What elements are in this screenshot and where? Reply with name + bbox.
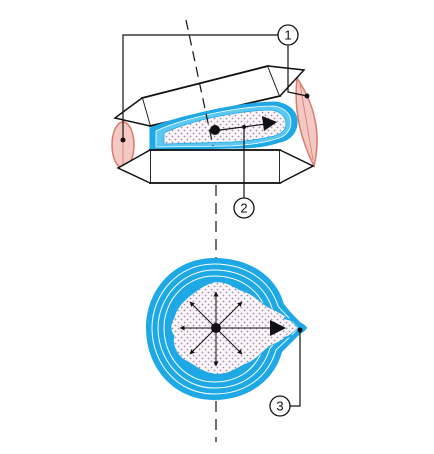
callout-3: 3: [269, 327, 303, 417]
tilted-axis: [185, 19, 214, 147]
callout-2: 2: [233, 127, 255, 219]
billet-side: [149, 101, 298, 151]
flow-arrow-top: [262, 116, 277, 131]
flow-arrow-plan: [270, 320, 286, 336]
side-view: [111, 19, 318, 184]
callout-1-label: 1: [284, 28, 291, 43]
lower-block: [116, 149, 315, 184]
callout-3-label: 3: [276, 399, 283, 414]
center-point-top: [210, 125, 220, 135]
callout-2-label: 2: [240, 201, 247, 216]
radial-flow-arrows: [179, 291, 272, 367]
center-point-plan: [211, 323, 221, 333]
callout-1: 1: [120, 24, 310, 143]
plan-view: [146, 258, 308, 400]
